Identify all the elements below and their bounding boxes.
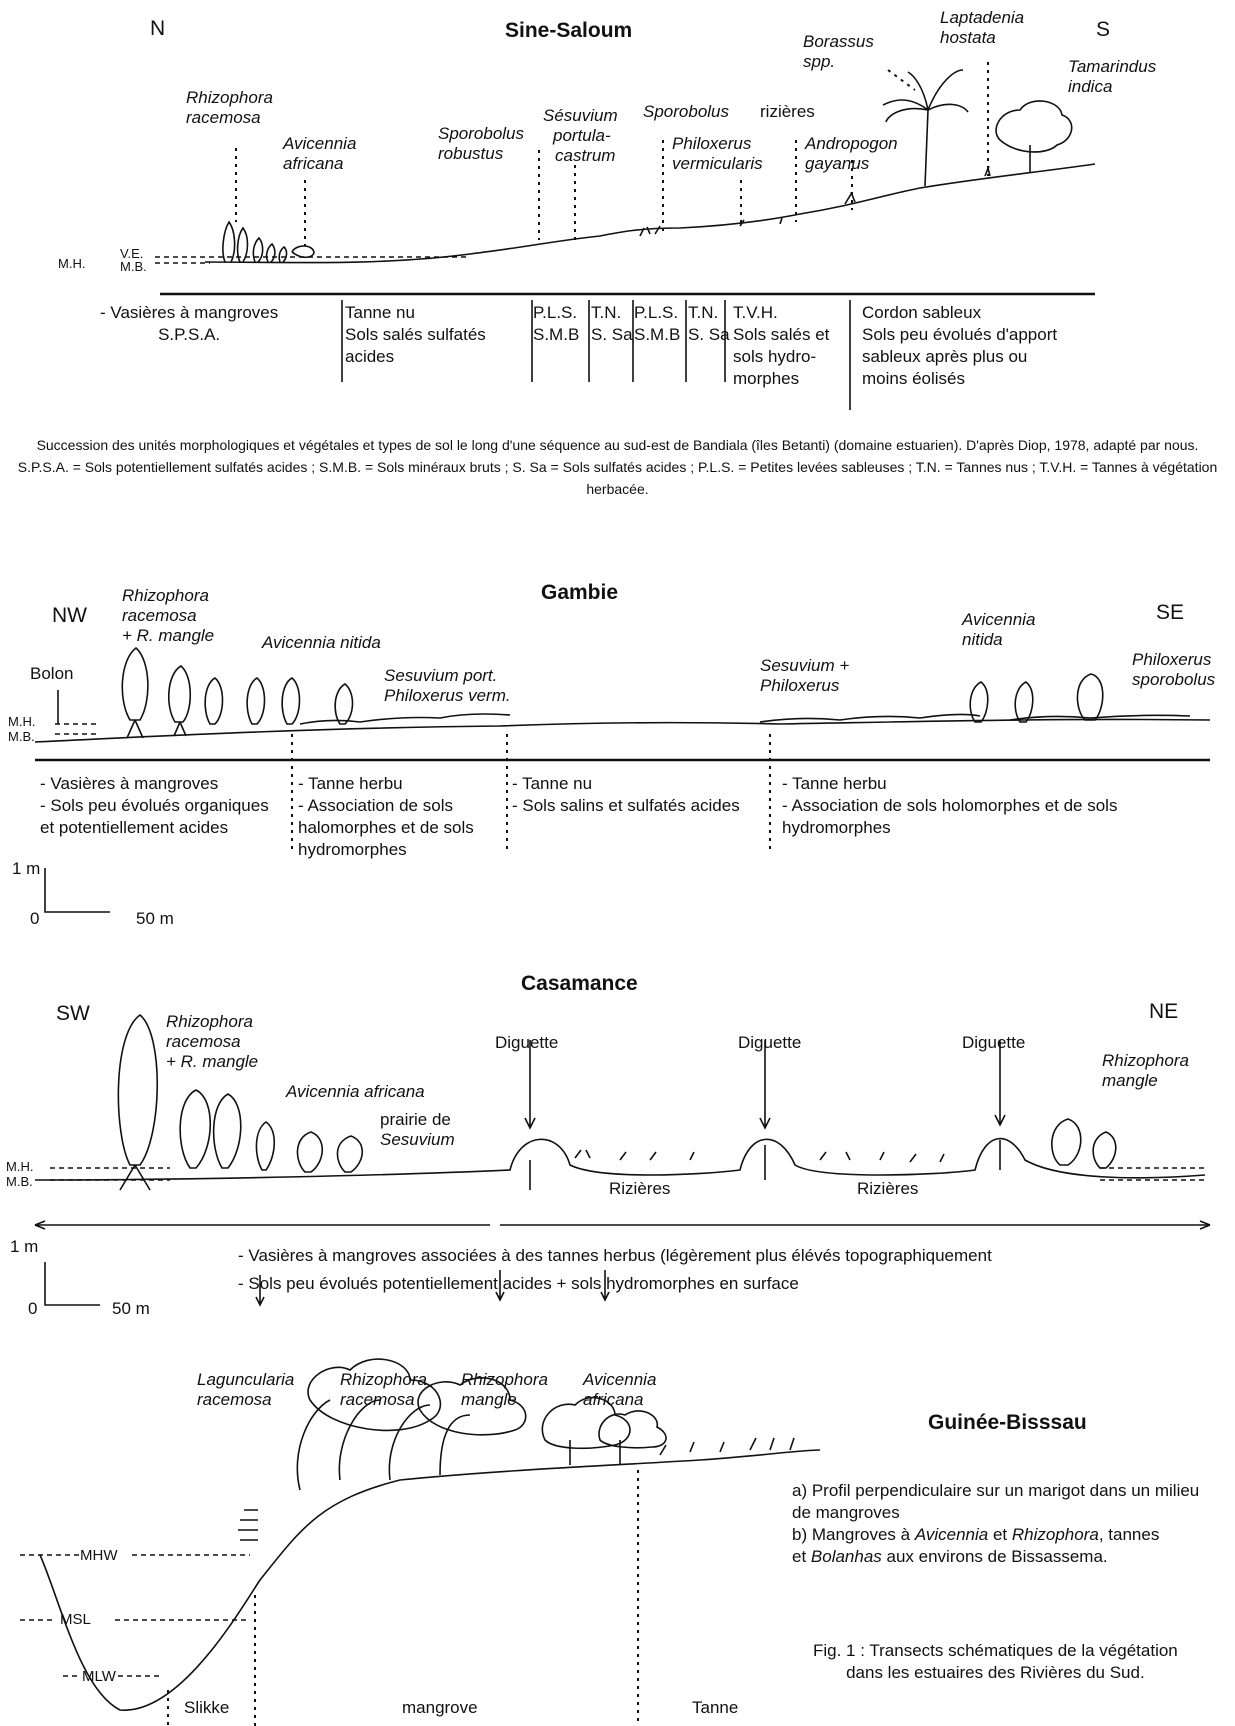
sine-north-label: N xyxy=(150,17,165,41)
tamarindus-tree xyxy=(996,101,1072,172)
casamance-east-label: NE xyxy=(1149,1000,1178,1024)
casamance-scale-horizontal: 50 m xyxy=(112,1298,150,1320)
sine-mangrove-shrubs xyxy=(223,222,314,262)
gambie-soil-4: - Tanne herbu- Association de sols holom… xyxy=(782,773,1117,839)
casamance-rizieres-1: Rizières xyxy=(609,1178,670,1200)
gambie-soil-1: - Vasières à mangroves- Sols peu évolués… xyxy=(40,773,269,839)
sine-soil-4: T.N.S. Sa xyxy=(591,302,633,346)
guinee-title: Guinée-Bisssau xyxy=(928,1411,1087,1435)
casamance-west-label: SW xyxy=(56,1002,90,1026)
casamance-scale-zero: 0 xyxy=(28,1298,37,1320)
guinee-mhw-label: MHW xyxy=(80,1545,118,1567)
gambie-avicennia-label: Avicennia nitida xyxy=(262,633,381,653)
gambie-sesuvium-label: Sesuvium port.Philoxerus verm. xyxy=(384,666,511,706)
sine-soil-5: P.L.S.S.M.B xyxy=(634,302,680,346)
sine-title: Sine-Saloum xyxy=(505,19,632,43)
sine-mb-label: M.B. xyxy=(120,259,147,274)
sine-soil-6: T.N.S. Sa xyxy=(688,302,730,346)
gambie-east-label: SE xyxy=(1156,601,1184,625)
gambie-west-label: NW xyxy=(52,604,87,628)
sine-soil-3: P.L.S.S.M.B xyxy=(533,302,579,346)
casamance-diguette-2: Diguette xyxy=(738,1032,801,1054)
gambie-mh-label: M.H. xyxy=(8,714,35,729)
casamance-soils: - Vasières à mangroves associées à des t… xyxy=(238,1245,992,1295)
sine-rizieres-label: rizières xyxy=(760,102,815,122)
guinee-mlw-label: MLW xyxy=(82,1666,116,1688)
gambie-bolon-label: Bolon xyxy=(30,663,73,685)
guinee-profile xyxy=(20,1270,820,1726)
casamance-scale-vertical: 1 m xyxy=(10,1236,38,1258)
casamance-rizieres-2: Rizières xyxy=(857,1178,918,1200)
figure-caption: Fig. 1 : Transects schématiques de la vé… xyxy=(813,1640,1178,1684)
sine-sporobolus-label: Sporobolus xyxy=(643,102,729,122)
gambie-scale-zero: 0 xyxy=(30,908,39,930)
casamance-mb-label: M.B. xyxy=(6,1174,33,1189)
gambie-sesuvium2-label: Sesuvium +Philoxerus xyxy=(760,656,849,696)
guinee-msl-label: MSL xyxy=(60,1609,91,1631)
casamance-diguette-3: Diguette xyxy=(962,1032,1025,1054)
casamance-avicennia-label: Avicennia africana xyxy=(286,1082,425,1102)
gambie-scale-vertical: 1 m xyxy=(12,858,40,880)
sine-south-label: S xyxy=(1096,18,1110,42)
gambie-scale-horizontal: 50 m xyxy=(136,908,174,930)
gambie-trees xyxy=(122,648,1102,738)
gambie-title: Gambie xyxy=(541,581,618,605)
casamance-mh-label: M.H. xyxy=(6,1159,33,1174)
casamance-title: Casamance xyxy=(521,972,638,996)
guinee-notes: a) Profil perpendiculaire sur un marigot… xyxy=(792,1480,1199,1568)
sine-mh-label: M.H. xyxy=(58,256,85,271)
guinee-slikke-label: Slikke xyxy=(184,1697,229,1719)
guinee-tanne-label: Tanne xyxy=(692,1697,738,1719)
casamance-diguette-1: Diguette xyxy=(495,1032,558,1054)
gambie-mb-label: M.B. xyxy=(8,729,35,744)
gambie-soil-3: - Tanne nu- Sols salins et sulfatés acid… xyxy=(512,773,740,817)
guinee-mangrove-label: mangrove xyxy=(402,1697,478,1719)
sine-caption: Succession des unités morphologiques et … xyxy=(10,434,1225,500)
